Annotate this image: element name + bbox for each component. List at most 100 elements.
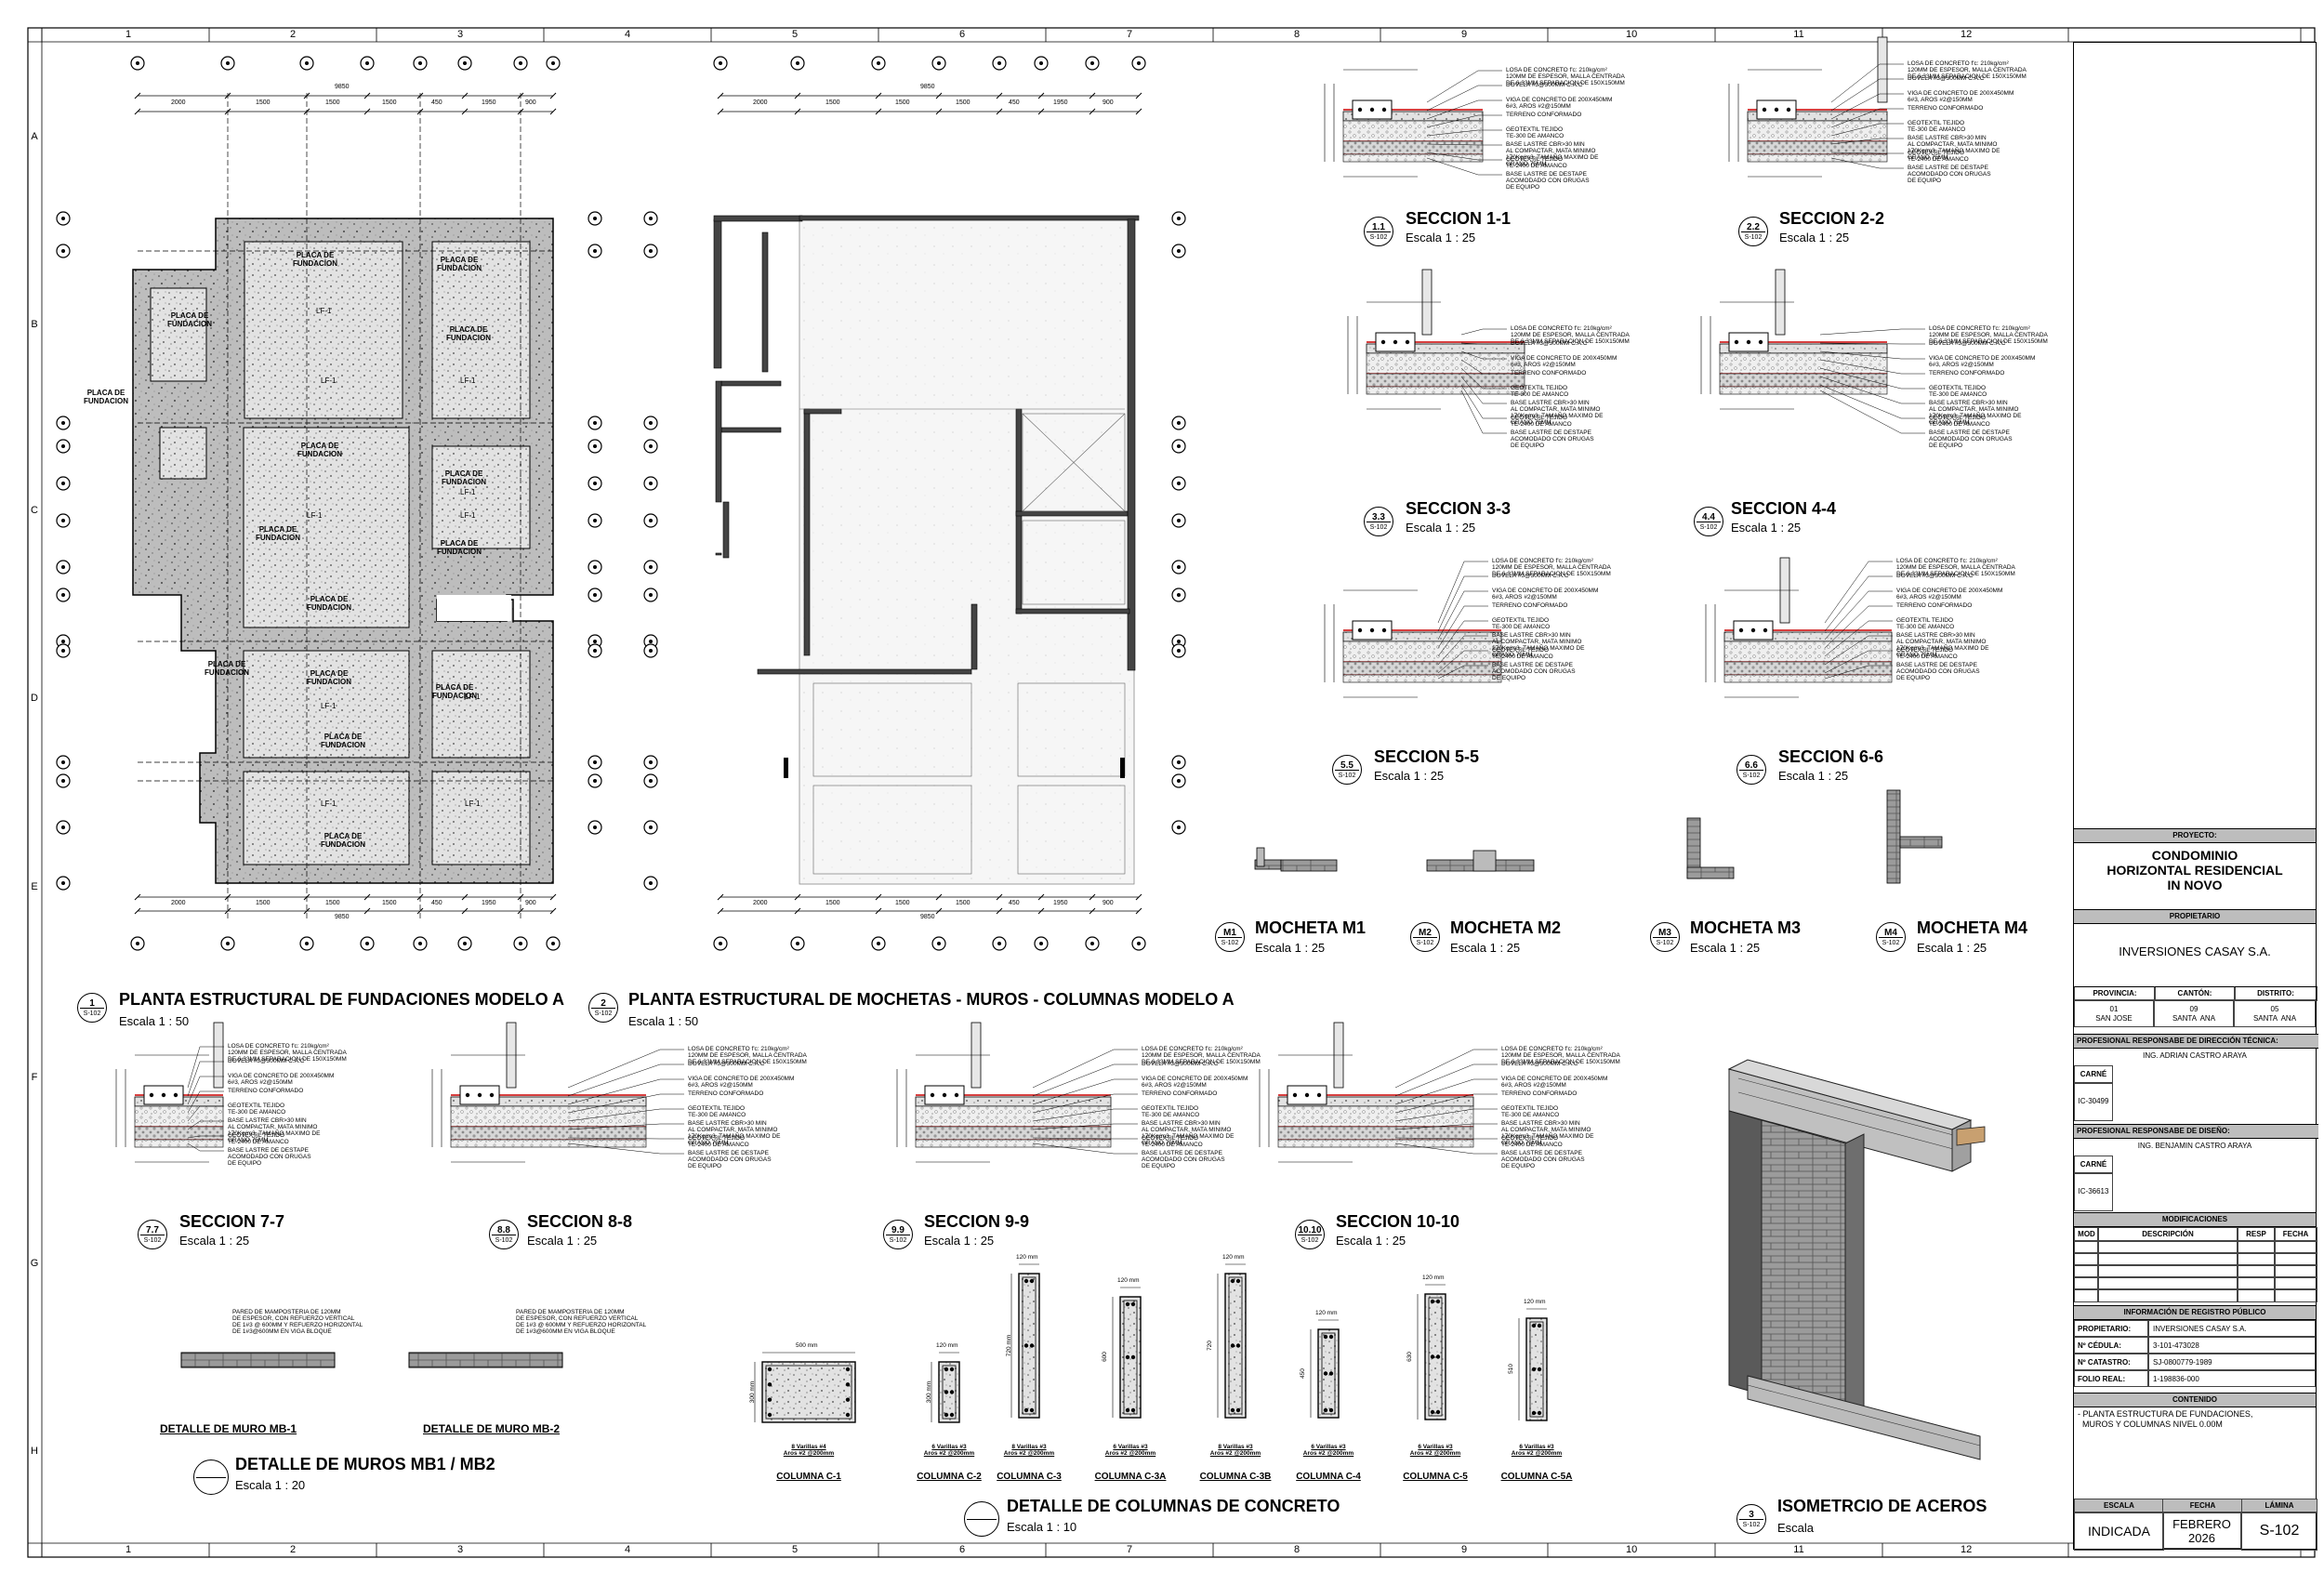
placa-label: PLACA DE FUNDACION (167, 311, 212, 328)
mod-cell (2074, 1264, 2099, 1278)
section-note: GEOTEXTIL TEJIDO TE-300 DE AMANCO (228, 1103, 286, 1116)
placa-label-left: PLACA DE FUNDACION (84, 389, 128, 405)
muro-mb2-label: DETALLE DE MURO MB-2 (423, 1422, 561, 1435)
lamina-value: S-102 (2241, 1512, 2317, 1551)
section-note: BASE LASTRE CBR>30 MIN AL COMPACTAR, MAT… (1929, 400, 2022, 426)
bubble-sheet: S-102 (1744, 234, 1763, 241)
section-note: BASE LASTRE DE DESTAPE ACOMODADO CON ORU… (1908, 165, 1991, 184)
isometric-title: ISOMETRCIO DE ACEROS (1777, 1497, 1987, 1515)
grid-col-label-bottom: 8 (1293, 1544, 1301, 1555)
mocheta-title: MOCHETA M2 (1450, 918, 1561, 937)
section-note: TERRENO CONFORMADO (688, 1090, 764, 1097)
dimension-bottom: 450 (1009, 900, 1020, 906)
mocheta-title: MOCHETA M3 (1690, 918, 1801, 937)
grid-row-label-left: B (31, 319, 38, 330)
registro-value: 1-198836-000 (2148, 1370, 2316, 1387)
bubble-number: 7.7 (146, 1225, 159, 1235)
section-note: BASE LASTRE DE DESTAPE ACOMODADO CON ORU… (1492, 662, 1576, 681)
grid-col-label-top: 5 (791, 29, 799, 40)
section-note: BASE LASTRE DE DESTAPE ACOMODADO CON ORU… (1929, 429, 2013, 449)
section-note: VIGA DE CONCRETO DE 200X450MM 6#3, AROS … (1506, 97, 1613, 110)
mod-cell (2274, 1288, 2317, 1302)
section-note: BASE LASTRE CBR>30 MIN AL COMPACTAR, MAT… (1896, 632, 1989, 658)
foundation-plan-bubble: 1 S-102 (77, 993, 107, 1023)
bubble-sheet: S-102 (1301, 1237, 1319, 1244)
isometric-steel (1727, 1059, 1986, 1460)
bubble-number: 1 (89, 998, 95, 1009)
section-note: GEOTEXTIL TEJIDO TE-2400 DE AMANCO (1492, 647, 1553, 660)
section-note: BASE LASTRE CBR>30 MIN AL COMPACTAR, MAT… (1142, 1120, 1235, 1146)
grid-col-label-bottom: 4 (624, 1544, 631, 1555)
foundation-plan (132, 93, 554, 920)
section-note: VIGA DE CONCRETO DE 200X450MM 6#3, AROS … (1908, 90, 2014, 103)
section-note: GEOTEXTIL TEJIDO TE-2400 DE AMANCO (228, 1132, 289, 1145)
section-note: LOSA DE CONCRETO f'c: 210kg/cm² 120MM DE… (1908, 60, 2027, 80)
mod-cell (2097, 1240, 2238, 1254)
section-title: SECCION 8-8 (527, 1212, 633, 1231)
mod-col-header: DESCRIPCIÓN (2097, 1227, 2238, 1242)
bubble-sheet: S-102 (1369, 524, 1388, 531)
section-note: BASE LASTRE CBR>30 MIN AL COMPACTAR, MAT… (688, 1120, 781, 1146)
section-note: LOSA DE CONCRETO f'c: 210kg/cm² 120MM DE… (1142, 1046, 1261, 1065)
section-note: LOSA DE CONCRETO f'c: 210kg/cm² 120MM DE… (1896, 558, 2015, 577)
bubble-sheet: S-102 (1742, 1522, 1761, 1528)
bubble-sheet: S-102 (1221, 940, 1239, 946)
section-note: BASE LASTRE DE DESTAPE ACOMODADO CON ORU… (228, 1147, 311, 1167)
dimension-bottom: 450 (431, 900, 442, 906)
section-note: BASE LASTRE DE DESTAPE ACOMODADO CON ORU… (1511, 429, 1594, 449)
section-note: BASE LASTRE CBR>30 MIN AL COMPACTAR, MAT… (228, 1117, 321, 1143)
lf-label: LF-1 (460, 511, 476, 520)
section-note: LOSA DE CONCRETO f'c: 210kg/cm² 120MM DE… (1929, 325, 2048, 345)
bubble-sheet: S-102 (1369, 234, 1388, 241)
section-scale: Escala 1 : 25 (179, 1234, 250, 1248)
bubble-number: 10.10 (1298, 1225, 1322, 1235)
section-note: LOSA DE CONCRETO f'c: 210kg/cm² 120MM DE… (1506, 67, 1625, 86)
bubble-number: 3.3 (1372, 512, 1385, 522)
registro-key: FOLIO REAL: (2074, 1370, 2148, 1387)
section-note: GEOTEXTIL TEJIDO TE-2400 DE AMANCO (1511, 415, 1572, 428)
section-note: LOSA DE CONCRETO f'c: 210kg/cm² 120MM DE… (1501, 1046, 1620, 1065)
section-note: VIGA DE CONCRETO DE 200X450MM 6#3, AROS … (688, 1076, 795, 1089)
registro-value: 3-101-473028 (2148, 1337, 2316, 1354)
foundation-plan-scale: Escala 1 : 50 (119, 1014, 190, 1028)
column-spec: 6 Varillas #3 Aros #2 @200mm (923, 1444, 975, 1457)
section-note: VIGA DE CONCRETO DE 200X450MM 6#3, AROS … (1142, 1076, 1248, 1089)
section-note: VIGA DE CONCRETO DE 200X450MM 6#3, AROS … (1501, 1076, 1608, 1089)
dimension-top: 1500 (325, 99, 340, 106)
mod-cell (2097, 1276, 2238, 1290)
grid-col-label-bottom: 6 (958, 1544, 966, 1555)
column-spec: 8 Varillas #3 Aros #2 @200mm (1209, 1444, 1261, 1457)
column-spec: 8 Varillas #3 Aros #2 @200mm (1003, 1444, 1055, 1457)
bubble-sheet: S-102 (1338, 773, 1356, 779)
mod-cell (2074, 1240, 2099, 1254)
columns-bubble (964, 1501, 999, 1537)
grid-col-label-top: 8 (1293, 29, 1301, 40)
lf-label: LF-1 (321, 799, 337, 808)
column-spec: 6 Varillas #3 Aros #2 @200mm (1104, 1444, 1156, 1457)
dimension-top: 1950 (1053, 99, 1068, 106)
provincia-value: 01 SAN JOSE (2074, 999, 2154, 1027)
lamina-label: LÁMINA (2241, 1499, 2317, 1513)
carnet1-label: CARNÉ (2074, 1065, 2113, 1084)
carnet1-value: IC-30499 (2074, 1082, 2113, 1121)
section-title: SECCION 6-6 (1778, 747, 1884, 766)
dimension-top: 450 (431, 99, 442, 106)
columns-title: DETALLE DE COLUMNAS DE CONCRETO (1007, 1497, 1340, 1515)
carnet2-label: CARNÉ (2074, 1156, 2113, 1174)
section-note: DOVELA #3@300MM C.A.C (228, 1058, 305, 1064)
bubble-sheet: S-102 (83, 1010, 101, 1017)
section-note: GEOTEXTIL TEJIDO TE-2400 DE AMANCO (1501, 1135, 1563, 1148)
isometric-scale: Escala (1777, 1521, 1815, 1535)
mocheta-drawings (1254, 789, 1943, 884)
grid-col-label-top: 10 (1626, 29, 1638, 40)
grid-row-label-left: C (31, 505, 38, 516)
section-scale: Escala 1 : 25 (924, 1234, 995, 1248)
section-note: VIGA DE CONCRETO DE 200X450MM 6#3, AROS … (1929, 355, 2036, 368)
section-note: BASE LASTRE CBR>30 MIN AL COMPACTAR, MAT… (1501, 1120, 1594, 1146)
section-note: TERRENO CONFORMADO (228, 1088, 304, 1094)
column-height: 510 (1507, 1364, 1514, 1374)
bubble-number: 6.6 (1745, 760, 1758, 771)
dimension-top: 2000 (171, 99, 186, 106)
